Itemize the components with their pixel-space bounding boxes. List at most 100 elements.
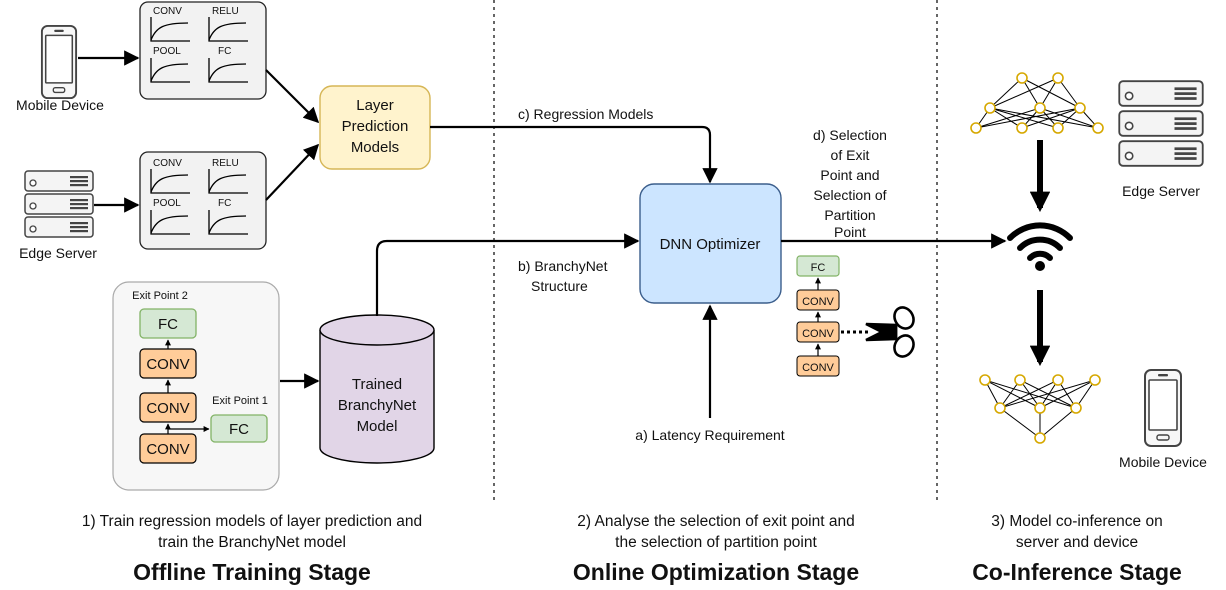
svg-text:CONV: CONV — [146, 356, 189, 373]
conv-layer-3: CONV — [139, 348, 197, 379]
svg-text:Model: Model — [357, 418, 398, 435]
stage2-caption-line2: the selection of partition point — [615, 534, 817, 551]
network-edge — [989, 107, 1099, 129]
network-node — [1014, 374, 1026, 386]
network-node — [979, 374, 991, 386]
wifi-icon — [1007, 222, 1073, 271]
label-branchynet-structure-1: b) BranchyNet — [518, 258, 608, 274]
network-edge — [1039, 379, 1096, 409]
svg-text:DNN Optimizer: DNN Optimizer — [660, 236, 761, 253]
exit-point-2-label: Exit Point 2 — [132, 290, 188, 302]
stage2-title: Online Optimization Stage — [573, 559, 859, 585]
arrow-panel2-to-prediction — [265, 143, 320, 201]
co-inference-mobile-device-icon — [1143, 368, 1183, 448]
svg-text:RELU: RELU — [212, 158, 239, 169]
device-side-network-icon — [979, 374, 1101, 444]
network-node — [970, 122, 982, 134]
svg-text:Partition: Partition — [824, 207, 875, 223]
svg-text:POOL: POOL — [153, 198, 181, 209]
network-node — [1052, 72, 1064, 84]
partition-layer-stack: FC CONV CONV CONV — [796, 255, 840, 377]
network-edge — [975, 107, 1081, 129]
network-edge — [999, 379, 1059, 409]
co-inference-edge-server-icon — [1118, 80, 1204, 167]
svg-text:CONV: CONV — [146, 441, 189, 458]
label-latency-requirement: a) Latency Requirement — [635, 427, 785, 443]
conv-layer-1: CONV — [139, 433, 197, 464]
network-node — [1052, 374, 1064, 386]
network-node — [1034, 432, 1046, 444]
network-edge — [1039, 77, 1059, 109]
svg-text:Layer: Layer — [356, 97, 394, 114]
svg-text:CONV: CONV — [802, 328, 834, 340]
stage3-caption-line1: 3) Model co-inference on — [991, 513, 1162, 530]
network-edge — [989, 77, 1059, 109]
network-edge — [984, 379, 1041, 409]
svg-text:FC: FC — [218, 46, 231, 57]
svg-text:FC: FC — [229, 421, 249, 438]
network-edge — [989, 77, 1023, 109]
svg-text:RELU: RELU — [212, 6, 239, 17]
network-node — [1016, 122, 1028, 134]
exit-point-1-label: Exit Point 1 — [212, 395, 268, 407]
layer-prediction-models-box: Layer Prediction Models — [319, 85, 431, 170]
conv-layer-2: CONV — [139, 392, 197, 423]
stage1-caption-line1: 1) Train regression models of layer pred… — [82, 513, 422, 530]
svg-text:FC: FC — [811, 262, 826, 274]
label-regression-models: c) Regression Models — [518, 106, 653, 122]
svg-text:d) Selection: d) Selection — [813, 127, 887, 143]
edge-server-icon — [24, 170, 94, 238]
fc-layer-exit2: FC — [139, 308, 197, 339]
co-inference-mobile-device-label: Mobile Device — [1119, 454, 1207, 470]
network-edge — [1039, 407, 1077, 439]
network-edge — [989, 107, 1023, 129]
network-node — [1034, 102, 1046, 114]
network-node — [1016, 72, 1028, 84]
co-inference-edge-server-label: Edge Server — [1122, 183, 1200, 199]
network-node — [1074, 102, 1086, 114]
edge-server-label: Edge Server — [19, 245, 97, 261]
network-node — [1092, 122, 1104, 134]
svg-text:Selection of: Selection of — [813, 187, 886, 203]
fc-layer-exit1: FC — [210, 414, 268, 443]
label-selection: d) Selection of Exit Point and Selection… — [813, 127, 887, 240]
svg-text:Point: Point — [834, 224, 866, 240]
svg-text:CONV: CONV — [153, 158, 182, 169]
network-edge — [1057, 77, 1081, 109]
svg-text:FC: FC — [218, 198, 231, 209]
server-layer-panel: CONV RELU POOL FC — [139, 151, 267, 250]
svg-text:CONV: CONV — [802, 296, 834, 308]
network-edge — [989, 107, 1059, 129]
mobile-device-icon — [40, 24, 78, 100]
arrow-panel1-to-prediction — [265, 69, 320, 124]
label-branchynet-structure-2: Structure — [531, 278, 588, 294]
trained-branchynet-model-cylinder: Trained BranchyNet Model — [319, 314, 435, 464]
arrow-regression-models — [430, 125, 718, 184]
network-edge — [1021, 77, 1081, 109]
stage3-title: Co-Inference Stage — [972, 559, 1182, 585]
network-edge — [999, 379, 1096, 409]
stage2-caption-line1: 2) Analyse the selection of exit point a… — [577, 513, 854, 530]
branchynet-structure-panel: Exit Point 2 FC CONV CONV CONV Exit Poin… — [112, 281, 280, 491]
network-node — [1070, 402, 1082, 414]
network-edge — [975, 107, 1041, 129]
network-node — [1052, 122, 1064, 134]
scissors-icon — [865, 306, 915, 358]
network-edge — [999, 407, 1041, 439]
stage1-caption-line2: train the BranchyNet model — [158, 534, 346, 551]
stage3-caption-line2: server and device — [1016, 534, 1138, 551]
mobile-layer-panel: CONV RELU POOL FC — [139, 1, 267, 100]
svg-text:CONV: CONV — [153, 6, 182, 17]
svg-text:Models: Models — [351, 139, 399, 156]
svg-text:CONV: CONV — [802, 362, 834, 374]
network-node — [994, 402, 1006, 414]
svg-text:Trained: Trained — [352, 376, 402, 393]
svg-text:BranchyNet: BranchyNet — [338, 397, 417, 414]
dnn-optimizer-box: DNN Optimizer — [639, 183, 782, 304]
network-node — [1034, 402, 1046, 414]
network-node — [984, 102, 996, 114]
svg-text:CONV: CONV — [146, 400, 189, 417]
svg-text:POOL: POOL — [153, 46, 181, 57]
network-edge — [1021, 107, 1081, 129]
